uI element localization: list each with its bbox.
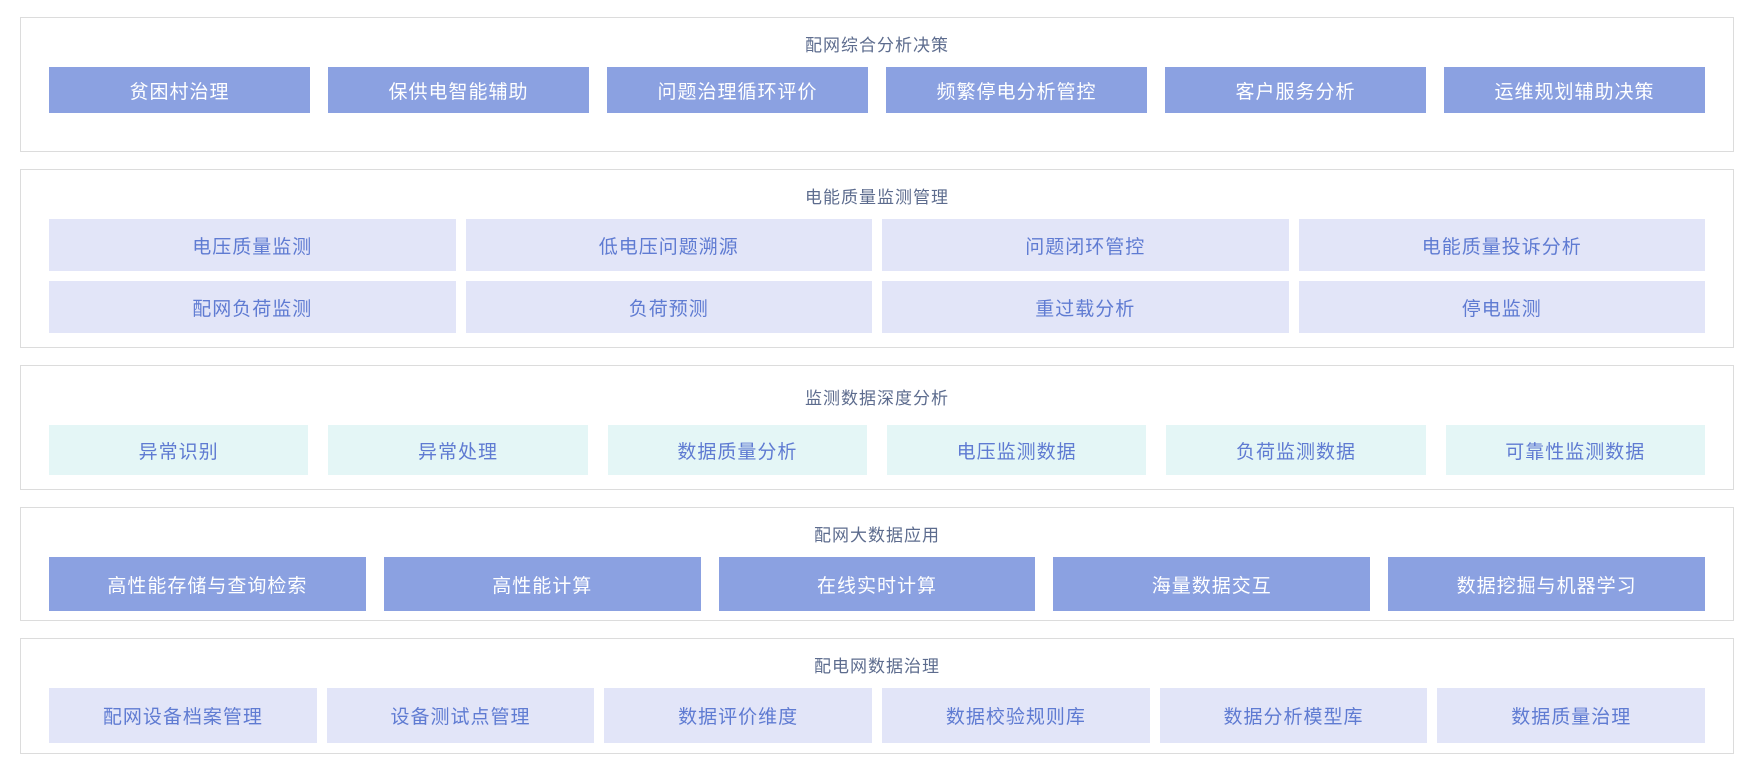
panel-title-data-governance: 配电网数据治理: [814, 657, 940, 677]
panel-data-governance: 配电网数据治理配网设备档案管理设备测试点管理数据评价维度数据校验规则库数据分析模…: [20, 638, 1734, 754]
module-button[interactable]: 贫困村治理: [49, 67, 310, 113]
panel-comprehensive-analysis-decision: 配网综合分析决策贫困村治理保供电智能辅助问题治理循环评价频繁停电分析管控客户服务…: [20, 17, 1734, 152]
button-row: 配网负荷监测负荷预测重过载分析停电监测: [21, 281, 1733, 333]
module-button[interactable]: 高性能存储与查询检索: [49, 557, 366, 611]
module-button[interactable]: 设备测试点管理: [326, 688, 595, 743]
module-button[interactable]: 在线实时计算: [718, 557, 1036, 611]
module-button[interactable]: 电压监测数据: [886, 425, 1147, 475]
module-button[interactable]: 数据校验规则库: [882, 688, 1150, 743]
panel-title-big-data-application: 配网大数据应用: [814, 526, 940, 546]
panel-title-power-quality-monitoring: 电能质量监测管理: [805, 188, 949, 208]
panel-power-quality-monitoring: 电能质量监测管理电压质量监测低电压问题溯源问题闭环管控电能质量投诉分析配网负荷监…: [20, 169, 1734, 348]
module-button[interactable]: 停电监测: [1298, 281, 1705, 333]
module-button[interactable]: 负荷监测数据: [1166, 425, 1426, 475]
module-button[interactable]: 配网负荷监测: [49, 281, 456, 333]
button-row: 异常识别异常处理数据质量分析电压监测数据负荷监测数据可靠性监测数据: [21, 425, 1733, 475]
module-button[interactable]: 海量数据交互: [1053, 557, 1371, 611]
module-button[interactable]: 电压质量监测: [49, 219, 456, 271]
module-button[interactable]: 问题治理循环评价: [607, 67, 868, 113]
module-button[interactable]: 数据质量治理: [1437, 688, 1706, 743]
module-button[interactable]: 异常识别: [49, 425, 309, 475]
module-button[interactable]: 频繁停电分析管控: [886, 67, 1147, 113]
module-button[interactable]: 问题闭环管控: [882, 219, 1289, 271]
module-button[interactable]: 数据评价维度: [604, 688, 873, 743]
module-button[interactable]: 保供电智能辅助: [328, 67, 589, 113]
panel-title-comprehensive-analysis-decision: 配网综合分析决策: [805, 36, 949, 56]
module-button[interactable]: 数据质量分析: [607, 425, 867, 475]
module-button[interactable]: 数据挖掘与机器学习: [1388, 557, 1705, 611]
module-button[interactable]: 可靠性监测数据: [1445, 425, 1705, 475]
button-row: 高性能存储与查询检索高性能计算在线实时计算海量数据交互数据挖掘与机器学习: [21, 557, 1733, 611]
panel-big-data-application: 配网大数据应用高性能存储与查询检索高性能计算在线实时计算海量数据交互数据挖掘与机…: [20, 507, 1734, 621]
module-button[interactable]: 电能质量投诉分析: [1298, 219, 1705, 271]
module-button[interactable]: 负荷预测: [465, 281, 872, 333]
panel-monitoring-data-deep-analysis: 监测数据深度分析异常识别异常处理数据质量分析电压监测数据负荷监测数据可靠性监测数…: [20, 365, 1734, 490]
module-matrix-page: 配网综合分析决策贫困村治理保供电智能辅助问题治理循环评价频繁停电分析管控客户服务…: [20, 17, 1734, 754]
module-button[interactable]: 配网设备档案管理: [49, 688, 317, 743]
module-button[interactable]: 高性能计算: [383, 557, 701, 611]
module-button[interactable]: 客户服务分析: [1165, 67, 1426, 113]
module-button[interactable]: 运维规划辅助决策: [1444, 67, 1705, 113]
button-row: 贫困村治理保供电智能辅助问题治理循环评价频繁停电分析管控客户服务分析运维规划辅助…: [21, 67, 1733, 113]
module-button[interactable]: 低电压问题溯源: [465, 219, 872, 271]
button-row: 配网设备档案管理设备测试点管理数据评价维度数据校验规则库数据分析模型库数据质量治…: [21, 688, 1733, 743]
panel-title-monitoring-data-deep-analysis: 监测数据深度分析: [805, 389, 949, 409]
module-button[interactable]: 异常处理: [328, 425, 588, 475]
module-button[interactable]: 数据分析模型库: [1159, 688, 1428, 743]
module-button[interactable]: 重过载分析: [882, 281, 1289, 333]
button-row: 电压质量监测低电压问题溯源问题闭环管控电能质量投诉分析: [21, 219, 1733, 271]
